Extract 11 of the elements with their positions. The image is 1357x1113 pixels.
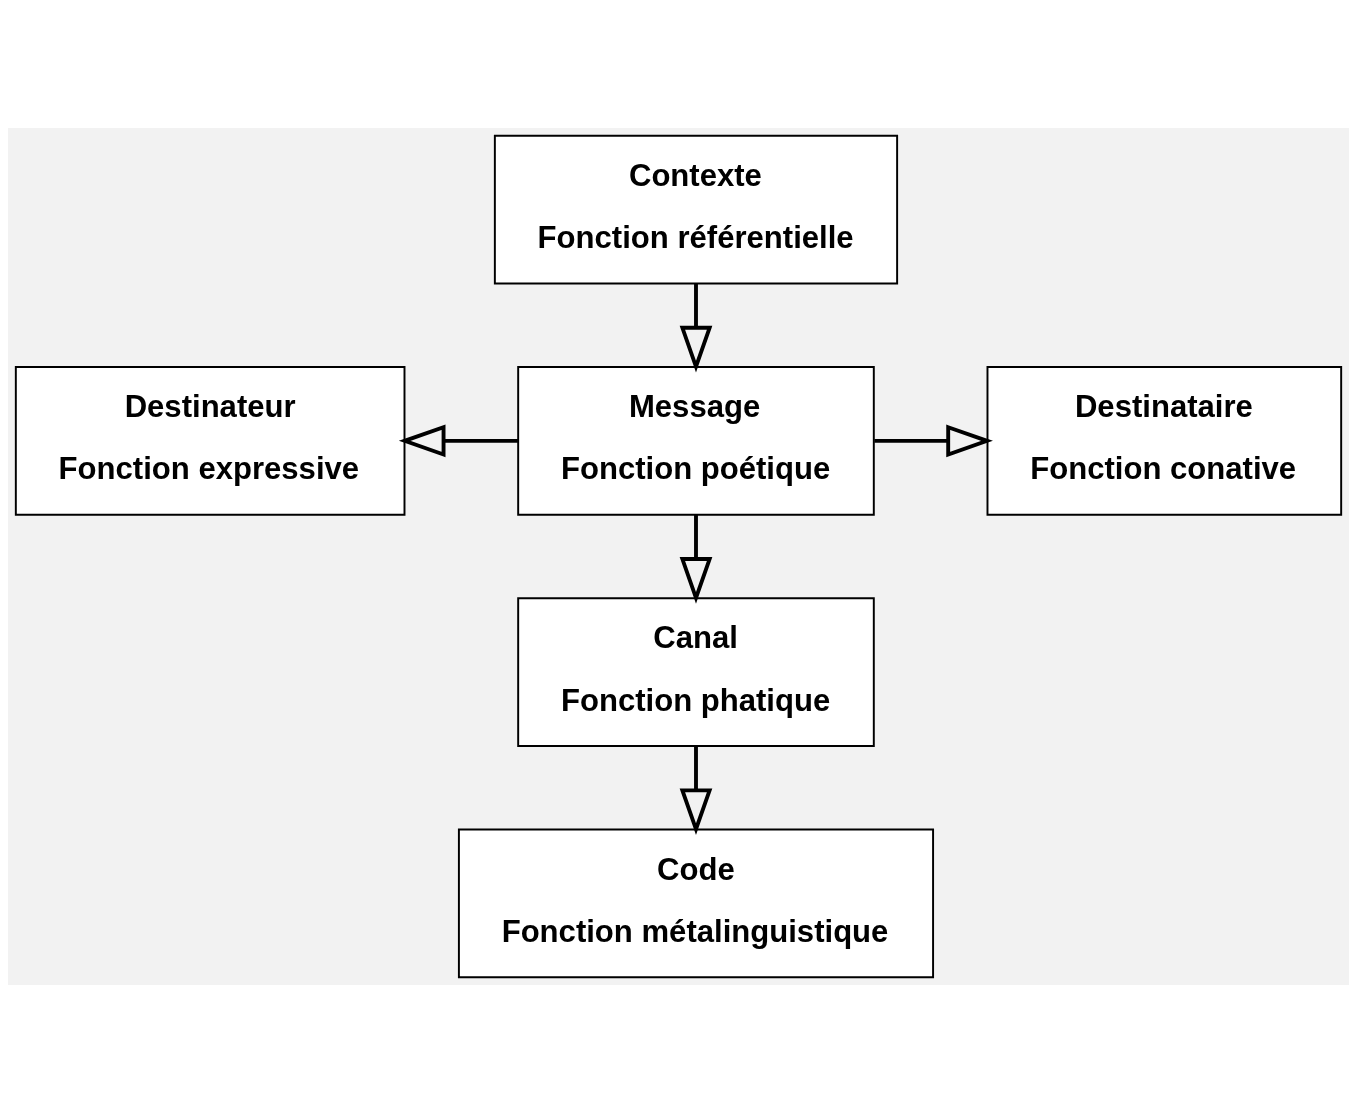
- arrow: [679, 514, 713, 604]
- node-box: Contexte Fonction référentielle: [493, 134, 899, 285]
- arrow: [679, 283, 713, 373]
- node-box: Destinataire Fonction conative: [986, 366, 1343, 516]
- arrow: [398, 424, 518, 458]
- node-box: Destinateur Fonction expressive: [14, 366, 406, 516]
- arrow: [874, 424, 993, 458]
- node-box: Canal Fonction phatique: [517, 597, 875, 747]
- arrow: [679, 746, 713, 836]
- node-box: Code Fonction métalinguistique: [457, 828, 935, 979]
- node-box: Message Fonction poétique: [517, 366, 875, 516]
